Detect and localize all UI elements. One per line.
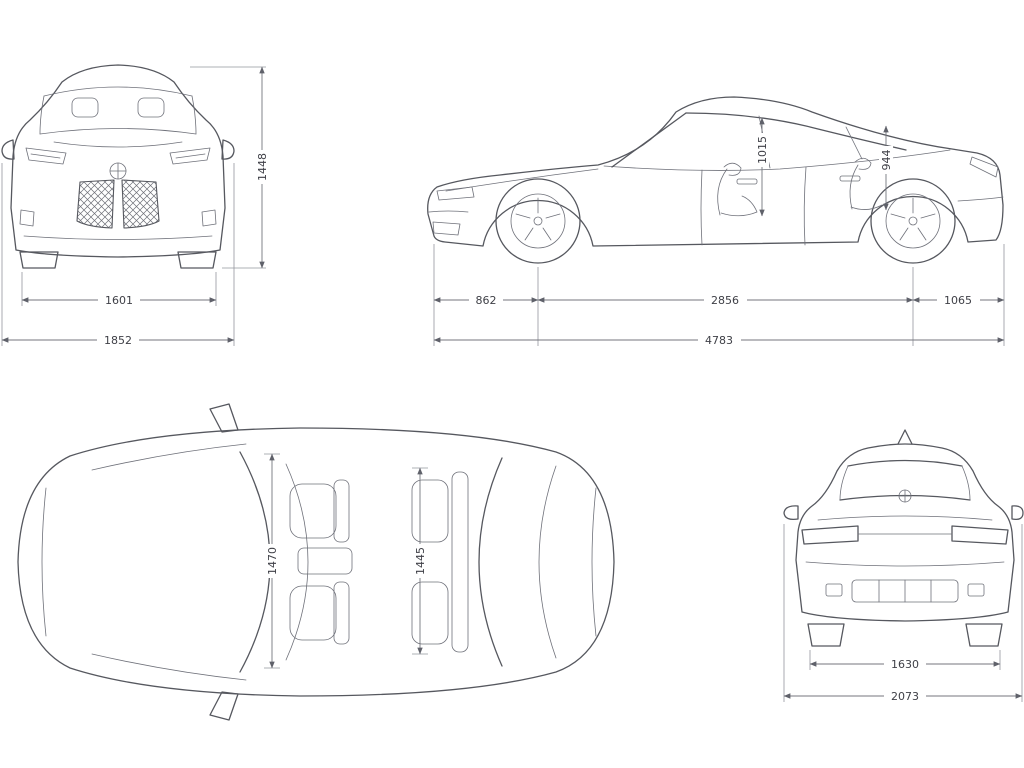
top-view (17, 403, 615, 721)
front-intake-left (19, 209, 35, 227)
top-body-outline (17, 427, 615, 697)
rear-view (783, 429, 1024, 647)
front-seat-profile (717, 162, 758, 217)
headrest-left (71, 97, 99, 118)
side-headlight (436, 186, 475, 201)
mirror-bottom (209, 691, 239, 721)
glasshouse-top (685, 112, 907, 151)
rear-track-dim-label: 1630 (891, 658, 919, 671)
taillight-left (801, 525, 859, 545)
front-height-dim: 1448 (255, 150, 269, 184)
front-cowl-line (39, 128, 197, 135)
front-bumper-line (23, 235, 213, 240)
front-view (1, 64, 235, 269)
front-body-outline (10, 64, 226, 258)
mirror-top (209, 403, 239, 433)
kidney-grille-right (121, 179, 160, 229)
front-view-dimensions: 1448 1601 1852 (1, 66, 269, 347)
nose-inner-arc (41, 487, 47, 637)
rear-overhang-dim-label: 1065 (944, 294, 972, 307)
side-view (427, 96, 1004, 264)
diffuser-fins (878, 579, 932, 603)
overall-length-dim-label: 4783 (705, 334, 733, 347)
rear-door-cut (803, 166, 807, 246)
rear-mirror-right (1011, 505, 1024, 521)
front-bumper-detail (428, 210, 469, 236)
front-width-dim-label: 1852 (104, 334, 132, 347)
side-view-dimensions: 1015 944 862 2856 1065 4783 (433, 117, 1005, 347)
headlight-right (169, 147, 211, 165)
front-headroom-dim-label: 1015 (756, 136, 769, 164)
exhaust-left (825, 583, 843, 597)
mirror-width-dim-label: 2073 (891, 690, 919, 703)
rear-seat-profile (849, 157, 883, 210)
front-overhang-dim-label: 862 (476, 294, 497, 307)
exhaust-right (967, 583, 985, 597)
rear-mirror-left (783, 505, 799, 521)
antenna-fin (897, 429, 913, 445)
rear-shoulder-dim-label: 1445 (414, 547, 427, 575)
rear-door-handle (839, 175, 861, 182)
rear-bumper-line (957, 196, 1004, 202)
rear-wheel (870, 178, 956, 264)
roof-front-edge (285, 463, 309, 661)
front-wheel (495, 178, 581, 264)
hood-crease-bottom (91, 653, 247, 681)
wheelbase-dim-label: 2856 (711, 294, 739, 307)
headlight-left (25, 147, 67, 165)
beltline (603, 149, 951, 171)
front-wheel-left (19, 251, 59, 269)
front-a-pillar-left (39, 95, 45, 135)
front-roof-line (43, 86, 193, 97)
a-pillar (611, 112, 687, 168)
hood-crease (53, 141, 183, 148)
length-extension-lines (433, 244, 1005, 346)
front-shoulder-dim-label: 1470 (266, 547, 279, 575)
rear-wheel-right (965, 623, 1003, 647)
side-taillight (969, 156, 999, 178)
rear-view-dimensions: 1630 2073 (783, 524, 1023, 703)
trunk-lid-line (817, 515, 993, 521)
front-track-dim-label: 1601 (105, 294, 133, 307)
front-intake-right (201, 209, 217, 227)
rear-pillar-left (839, 465, 849, 501)
front-door-cut (700, 169, 703, 246)
height-extension-lines (190, 66, 266, 269)
headrest-right (137, 97, 165, 118)
rear-glass-arc (478, 457, 503, 667)
kidney-grille-left (76, 179, 115, 229)
rear-bumper-crease (805, 561, 1005, 567)
rear-pillar-right (961, 465, 971, 501)
rear-window-top (847, 459, 963, 467)
rear-seats-plan (411, 471, 469, 653)
rear-body-outline (795, 443, 1015, 622)
top-view-dimensions: 1470 1445 (264, 453, 428, 669)
front-a-pillar-right (191, 95, 197, 135)
front-height-dim-label: 1448 (256, 153, 269, 181)
rear-headroom-dim-label: 944 (880, 150, 893, 171)
c-pillar (845, 126, 863, 160)
rear-wheel-left (807, 623, 845, 647)
bmw-roundel-icon (109, 162, 127, 180)
rear-headroom-dim: 944 (879, 146, 893, 174)
front-headroom-dim: 1015 (755, 133, 769, 167)
mirror-left (1, 139, 15, 160)
front-shoulder-dim: 1470 (265, 544, 279, 578)
width-extension-lines (1, 163, 235, 346)
hood-crease-top (91, 443, 247, 471)
rear-shoulder-dim: 1445 (413, 544, 427, 578)
tail-inner-edge (591, 487, 597, 637)
rear-roundel-icon (898, 489, 912, 503)
side-body-outline (427, 96, 1004, 247)
front-wheel-right (177, 251, 217, 269)
front-seats-plan (289, 479, 353, 645)
mirror-right (221, 139, 235, 160)
center-console (297, 547, 353, 575)
trunk-edge (538, 465, 557, 659)
mirror-width-extension-lines (783, 524, 1023, 702)
front-door-handle (736, 178, 758, 185)
taillight-right (951, 525, 1009, 545)
